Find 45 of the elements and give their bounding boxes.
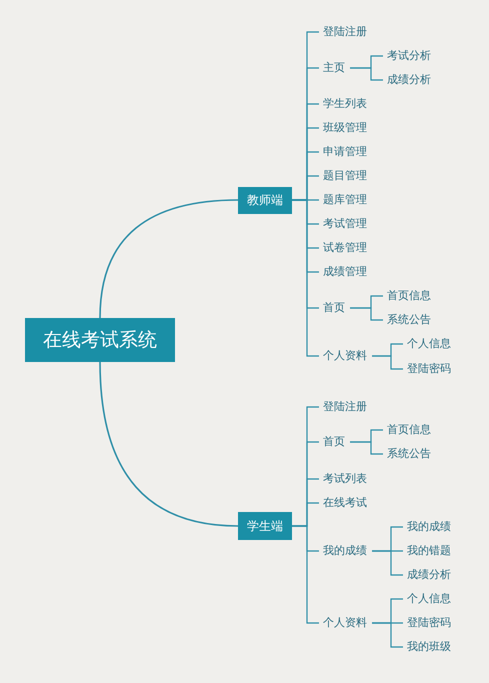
topic-label: 个人信息	[407, 592, 451, 606]
topic-label: 成绩分析	[387, 73, 431, 87]
topic-label: 登陆注册	[323, 25, 367, 39]
branch-topic-box: 教师端	[238, 186, 292, 214]
connector-line	[350, 67, 383, 81]
topic-label: 系统公告	[387, 447, 431, 461]
topic-label: 个人资料	[323, 616, 367, 630]
connector-line	[372, 622, 403, 648]
topic-label: 我的成绩	[323, 544, 367, 558]
topic-label: 首页信息	[387, 423, 431, 437]
topic-label: 学生列表	[323, 97, 367, 111]
topic-label: 考试分析	[387, 49, 431, 63]
topic-label: 成绩分析	[407, 568, 451, 582]
topic-label: 系统公告	[387, 313, 431, 327]
topic-label: 我的错题	[407, 544, 451, 558]
topic-label: 考试管理	[323, 217, 367, 231]
topic-label: 题库管理	[323, 193, 367, 207]
topic-label: 在线考试	[323, 496, 367, 510]
topic-label: 个人信息	[407, 337, 451, 351]
connector-line	[350, 441, 383, 455]
topic-label: 申请管理	[323, 145, 367, 159]
topic-label: 个人资料	[323, 349, 367, 363]
connector-line	[372, 550, 403, 576]
topic-label: 我的班级	[407, 640, 451, 654]
topic-label: 我的成绩	[407, 520, 451, 534]
connector-line	[99, 199, 238, 318]
topic-label: 首页	[323, 435, 345, 449]
topic-label: 首页信息	[387, 289, 431, 303]
connector-line	[292, 199, 319, 357]
topic-label: 试卷管理	[323, 241, 367, 255]
connector-line	[99, 362, 238, 527]
root-topic-box: 在线考试系统	[25, 318, 175, 362]
topic-label: 登陆注册	[323, 400, 367, 414]
topic-label: 班级管理	[323, 121, 367, 135]
topic-label: 登陆密码	[407, 616, 451, 630]
connector-line	[292, 525, 319, 624]
topic-label: 考试列表	[323, 472, 367, 486]
topic-label: 首页	[323, 301, 345, 315]
topic-label: 题目管理	[323, 169, 367, 183]
topic-label: 登陆密码	[407, 362, 451, 376]
branch-topic-box: 学生端	[238, 512, 292, 540]
topic-label: 主页	[323, 61, 345, 75]
connector-line	[350, 307, 383, 321]
topic-label: 成绩管理	[323, 265, 367, 279]
connector-line	[372, 355, 403, 370]
